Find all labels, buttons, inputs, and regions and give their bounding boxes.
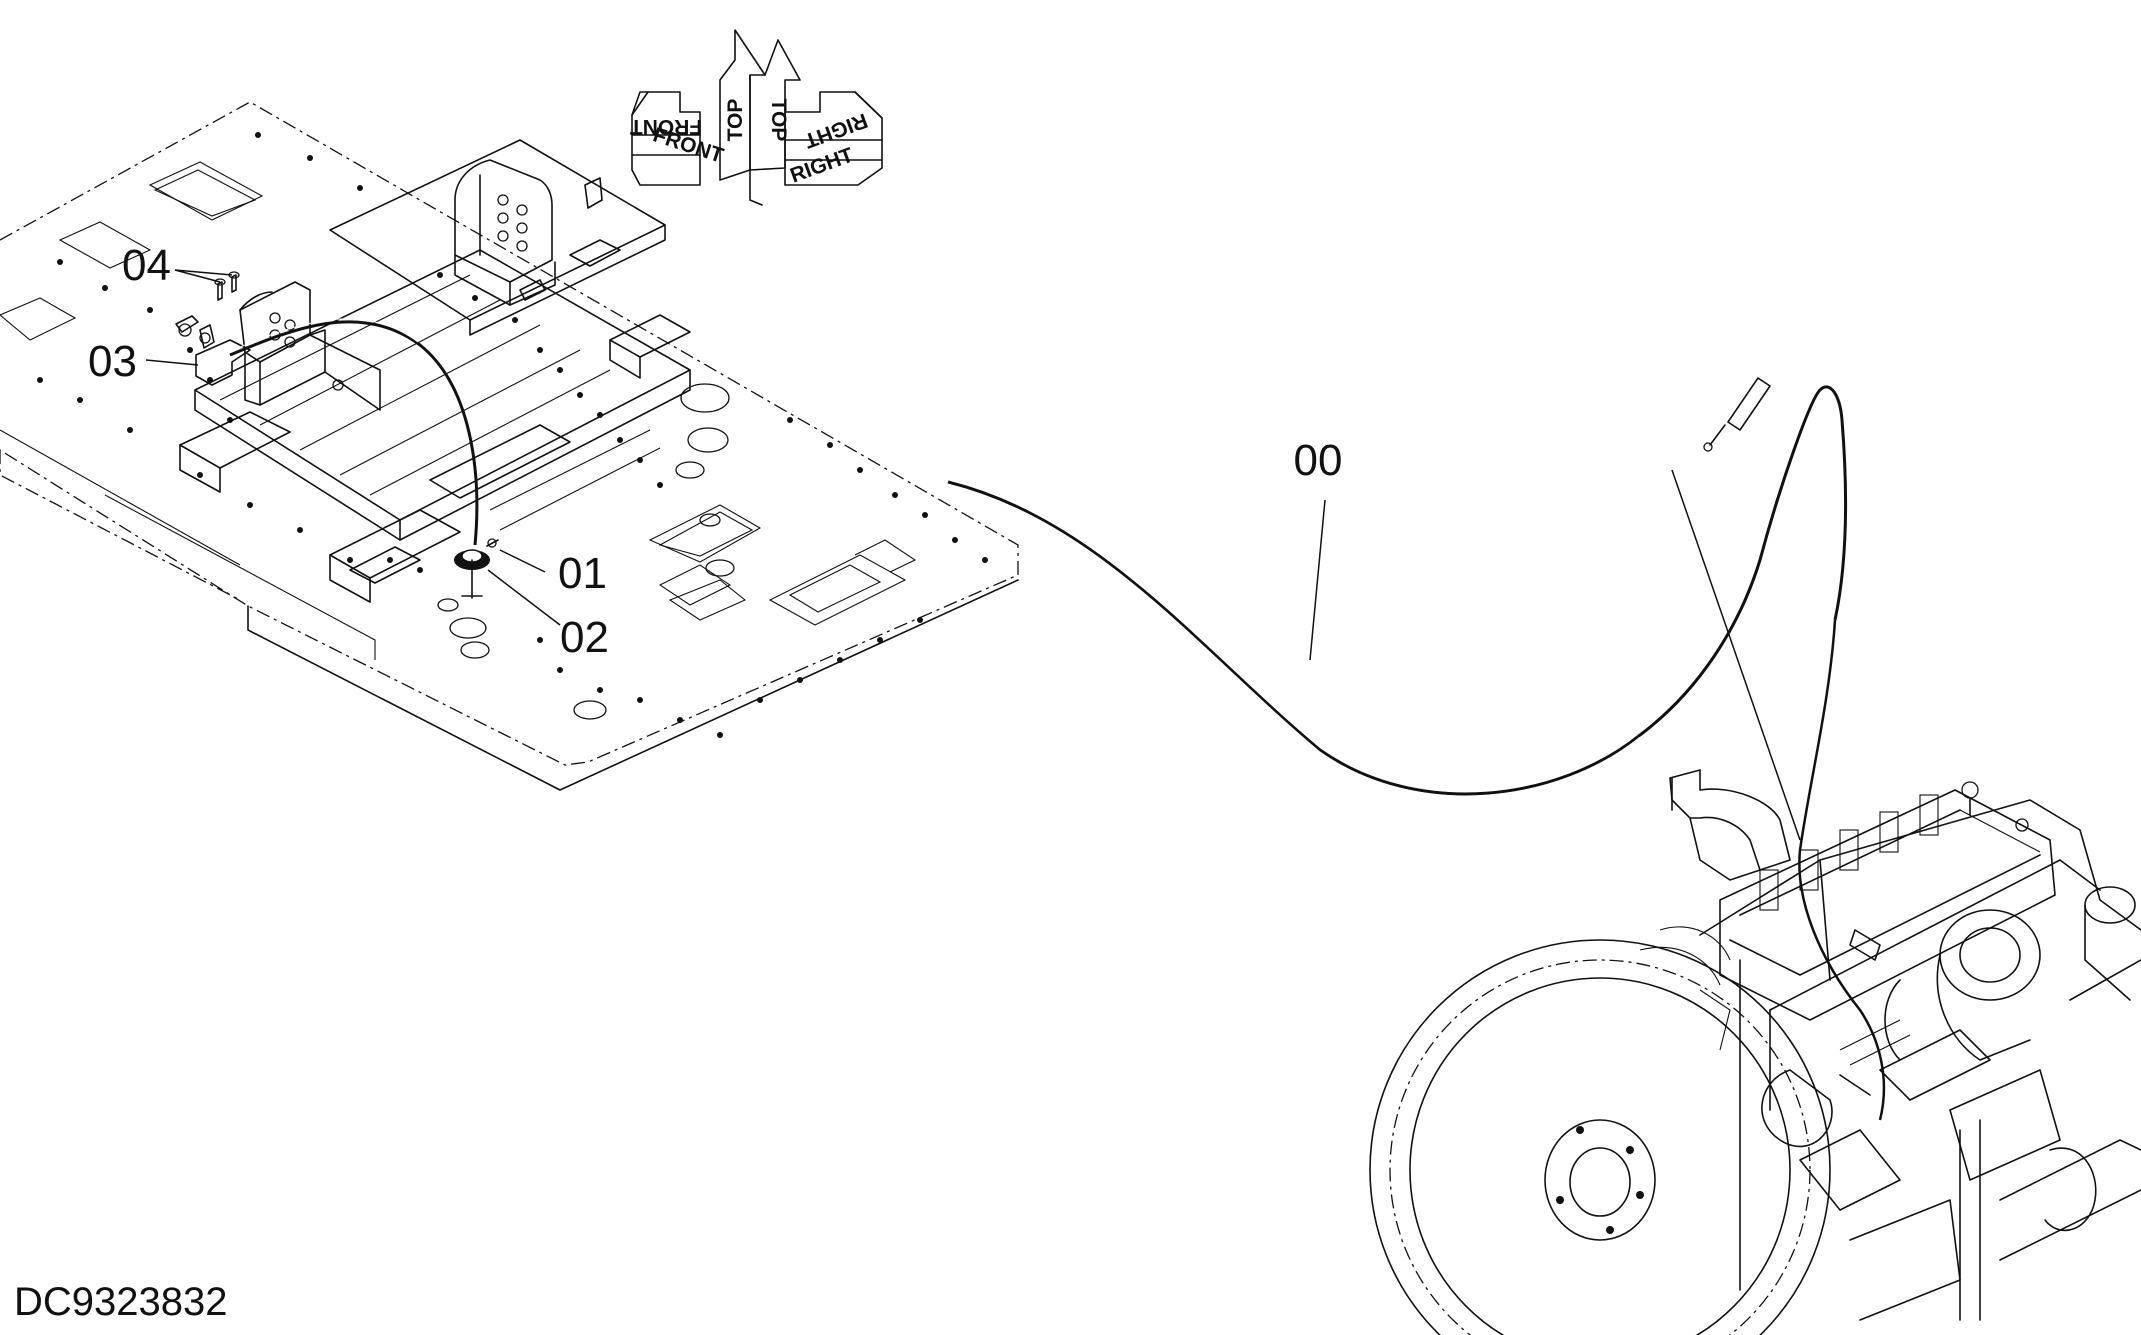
callout-00: 00 [1294, 436, 1343, 485]
callout-04: 04 [122, 241, 171, 290]
engine [1369, 619, 2141, 1335]
leader-04b [174, 269, 233, 276]
leader-00-engine [1671, 469, 1801, 841]
front-mirror-label: FRONT [630, 115, 702, 138]
callout-03: 03 [88, 337, 137, 386]
right-seat-bracket [454, 159, 556, 306]
right-label: RIGHT [787, 143, 856, 187]
orientation-indicator: FRONT FRONT TOP TOP RIGHT RIGHT [630, 29, 883, 206]
floor-plate [0, 101, 1019, 791]
right-mirror-label: RIGHT [801, 108, 870, 152]
callout-02: 02 [560, 613, 609, 662]
throttle-cable [227, 318, 1848, 797]
leader-00 [1309, 499, 1326, 661]
left-seat-bracket [239, 281, 381, 411]
leader-04a [174, 269, 221, 283]
leader-03 [145, 359, 199, 366]
leader-02 [487, 569, 561, 626]
leader-01 [499, 549, 546, 573]
bolts [214, 271, 240, 301]
drawing-code: DC9323832 [14, 1280, 228, 1324]
clamp-bracket [175, 315, 251, 386]
callout-01: 01 [558, 549, 607, 598]
seat-mount-frame [179, 139, 691, 603]
top-mirror-label: TOP [724, 99, 747, 142]
cable-grommet [454, 538, 499, 599]
callouts: 00 01 02 03 04 [88, 241, 1801, 841]
top-label: TOP [767, 99, 790, 142]
